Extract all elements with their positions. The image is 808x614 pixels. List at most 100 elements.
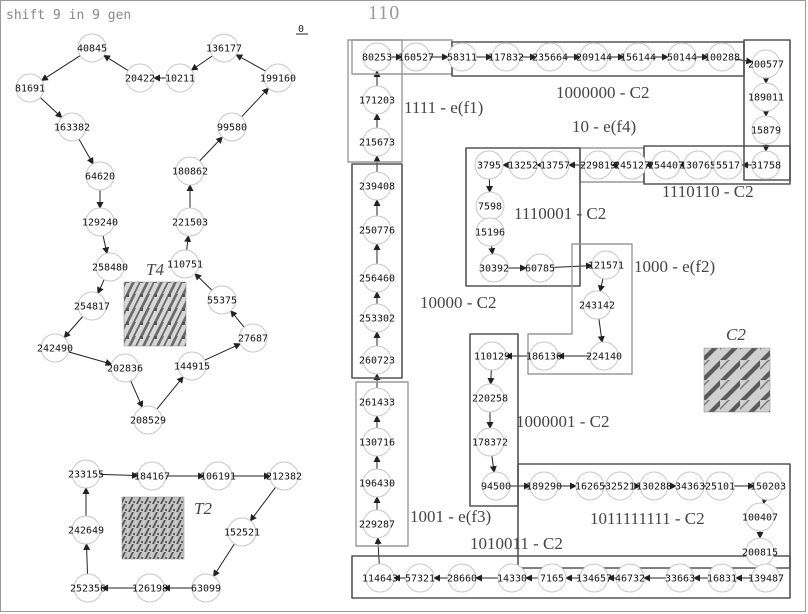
state-node: 94500 bbox=[481, 472, 511, 500]
graph-edge bbox=[187, 236, 189, 250]
graph-edge bbox=[492, 456, 494, 472]
state-node-label: 189290 bbox=[526, 482, 562, 493]
state-node: 25101 bbox=[705, 472, 735, 500]
state-node-label: 129240 bbox=[82, 218, 118, 229]
state-node: 129240 bbox=[82, 208, 118, 236]
state-node-label: 215673 bbox=[359, 138, 395, 149]
state-node: 31758 bbox=[751, 151, 781, 179]
state-node: 252356 bbox=[70, 574, 106, 602]
state-node: 5517 bbox=[714, 151, 742, 179]
state-node-label: 202836 bbox=[107, 364, 143, 375]
c2-texture-thumbnail bbox=[704, 348, 770, 412]
state-node: 60785 bbox=[525, 254, 555, 282]
state-node-label: 184167 bbox=[134, 472, 170, 483]
state-node-label: 199160 bbox=[260, 74, 296, 85]
graph-edge bbox=[214, 544, 235, 576]
state-node-label: 243142 bbox=[579, 301, 615, 312]
graph-edge bbox=[86, 544, 87, 574]
state-node: 28660 bbox=[447, 564, 477, 592]
state-node: 40845 bbox=[77, 34, 107, 62]
state-node: 55375 bbox=[207, 286, 237, 314]
state-node-label: 7165 bbox=[540, 574, 564, 585]
state-node: 144915 bbox=[174, 352, 210, 380]
graph-edge bbox=[599, 319, 602, 342]
state-node-label: 10211 bbox=[165, 74, 195, 85]
graph-edge bbox=[491, 370, 492, 384]
state-node: 46732 bbox=[615, 564, 645, 592]
state-node-label: 7598 bbox=[478, 202, 502, 213]
state-node: 254407 bbox=[648, 151, 684, 179]
state-node-label: 180862 bbox=[172, 167, 208, 178]
state-node-label: 221503 bbox=[172, 218, 208, 229]
state-node-label: 242649 bbox=[68, 526, 104, 537]
state-node: 20422 bbox=[125, 64, 155, 92]
state-node: 220258 bbox=[472, 384, 508, 412]
state-node: 260723 bbox=[359, 346, 395, 374]
state-node-label: 229819 bbox=[580, 161, 616, 172]
graph-edge bbox=[242, 88, 269, 117]
state-node: 7165 bbox=[538, 564, 566, 592]
graph-edge bbox=[195, 274, 212, 290]
graph-edge bbox=[192, 56, 213, 70]
state-node: 15879 bbox=[751, 116, 781, 144]
state-node-label: 15196 bbox=[475, 228, 505, 239]
state-node: 117832 bbox=[488, 43, 524, 71]
state-node: 209144 bbox=[576, 43, 612, 71]
state-node-label: 235664 bbox=[532, 53, 568, 64]
state-node-label: 150203 bbox=[750, 482, 786, 493]
state-node-label: 106191 bbox=[200, 472, 236, 483]
state-node: 215673 bbox=[359, 128, 395, 156]
graph-edge bbox=[104, 55, 128, 70]
state-node: 7598 bbox=[476, 192, 504, 220]
graph-edge bbox=[157, 377, 183, 409]
state-node: 100288 bbox=[704, 43, 740, 71]
state-node: 100407 bbox=[742, 503, 778, 531]
state-node: 156144 bbox=[620, 43, 656, 71]
zero-marker: 0 bbox=[298, 24, 304, 35]
state-node: 253302 bbox=[359, 304, 395, 332]
cycle-label: 1001 - e(f3) bbox=[410, 507, 491, 526]
state-node-label: 16831 bbox=[707, 574, 737, 585]
state-node-label: 117832 bbox=[488, 53, 524, 64]
state-node-label: 260723 bbox=[359, 356, 395, 367]
state-node: 63099 bbox=[191, 574, 221, 602]
state-node-label: 239408 bbox=[359, 182, 395, 193]
state-node-label: 220258 bbox=[472, 394, 508, 405]
state-node-label: 16265 bbox=[575, 482, 605, 493]
state-node-label: 156144 bbox=[620, 53, 656, 64]
state-node-label: 15879 bbox=[751, 126, 781, 137]
state-node-label: 110129 bbox=[474, 352, 510, 363]
state-node: 254817 bbox=[74, 292, 110, 320]
state-node: 106191 bbox=[200, 462, 236, 490]
state-node-label: 58311 bbox=[447, 53, 477, 64]
state-node: 16831 bbox=[707, 564, 737, 592]
state-node: 10211 bbox=[165, 64, 195, 92]
state-node-label: 3795 bbox=[477, 161, 501, 172]
state-node: 130765 bbox=[680, 151, 716, 179]
state-node: 189011 bbox=[748, 83, 784, 111]
graph-edge bbox=[68, 352, 111, 364]
cycle-label: 1111 - e(f1) bbox=[404, 98, 483, 117]
graph-edge bbox=[600, 279, 603, 292]
state-node: 163382 bbox=[54, 113, 90, 141]
state-node: 110129 bbox=[474, 342, 510, 370]
state-node-label: 209144 bbox=[576, 53, 612, 64]
state-node-label: 5517 bbox=[716, 161, 740, 172]
cycle-label: 10 - e(f4) bbox=[572, 117, 636, 136]
state-node-label: 224140 bbox=[586, 352, 622, 363]
state-node-label: 33663 bbox=[665, 574, 695, 585]
state-node: 178372 bbox=[472, 428, 508, 456]
state-node-label: 46732 bbox=[615, 574, 645, 585]
state-node: 81691 bbox=[15, 74, 45, 102]
state-node-label: 186136 bbox=[526, 352, 562, 363]
state-node-label: 50144 bbox=[667, 53, 697, 64]
state-node: 58311 bbox=[447, 43, 477, 71]
state-node-label: 81691 bbox=[15, 84, 45, 95]
state-node: 196430 bbox=[359, 469, 395, 497]
state-node: 250776 bbox=[359, 216, 395, 244]
state-node: 150203 bbox=[750, 472, 786, 500]
state-node: 160527 bbox=[398, 43, 434, 71]
state-node-label: 34363 bbox=[675, 482, 705, 493]
state-node: 189290 bbox=[526, 472, 562, 500]
